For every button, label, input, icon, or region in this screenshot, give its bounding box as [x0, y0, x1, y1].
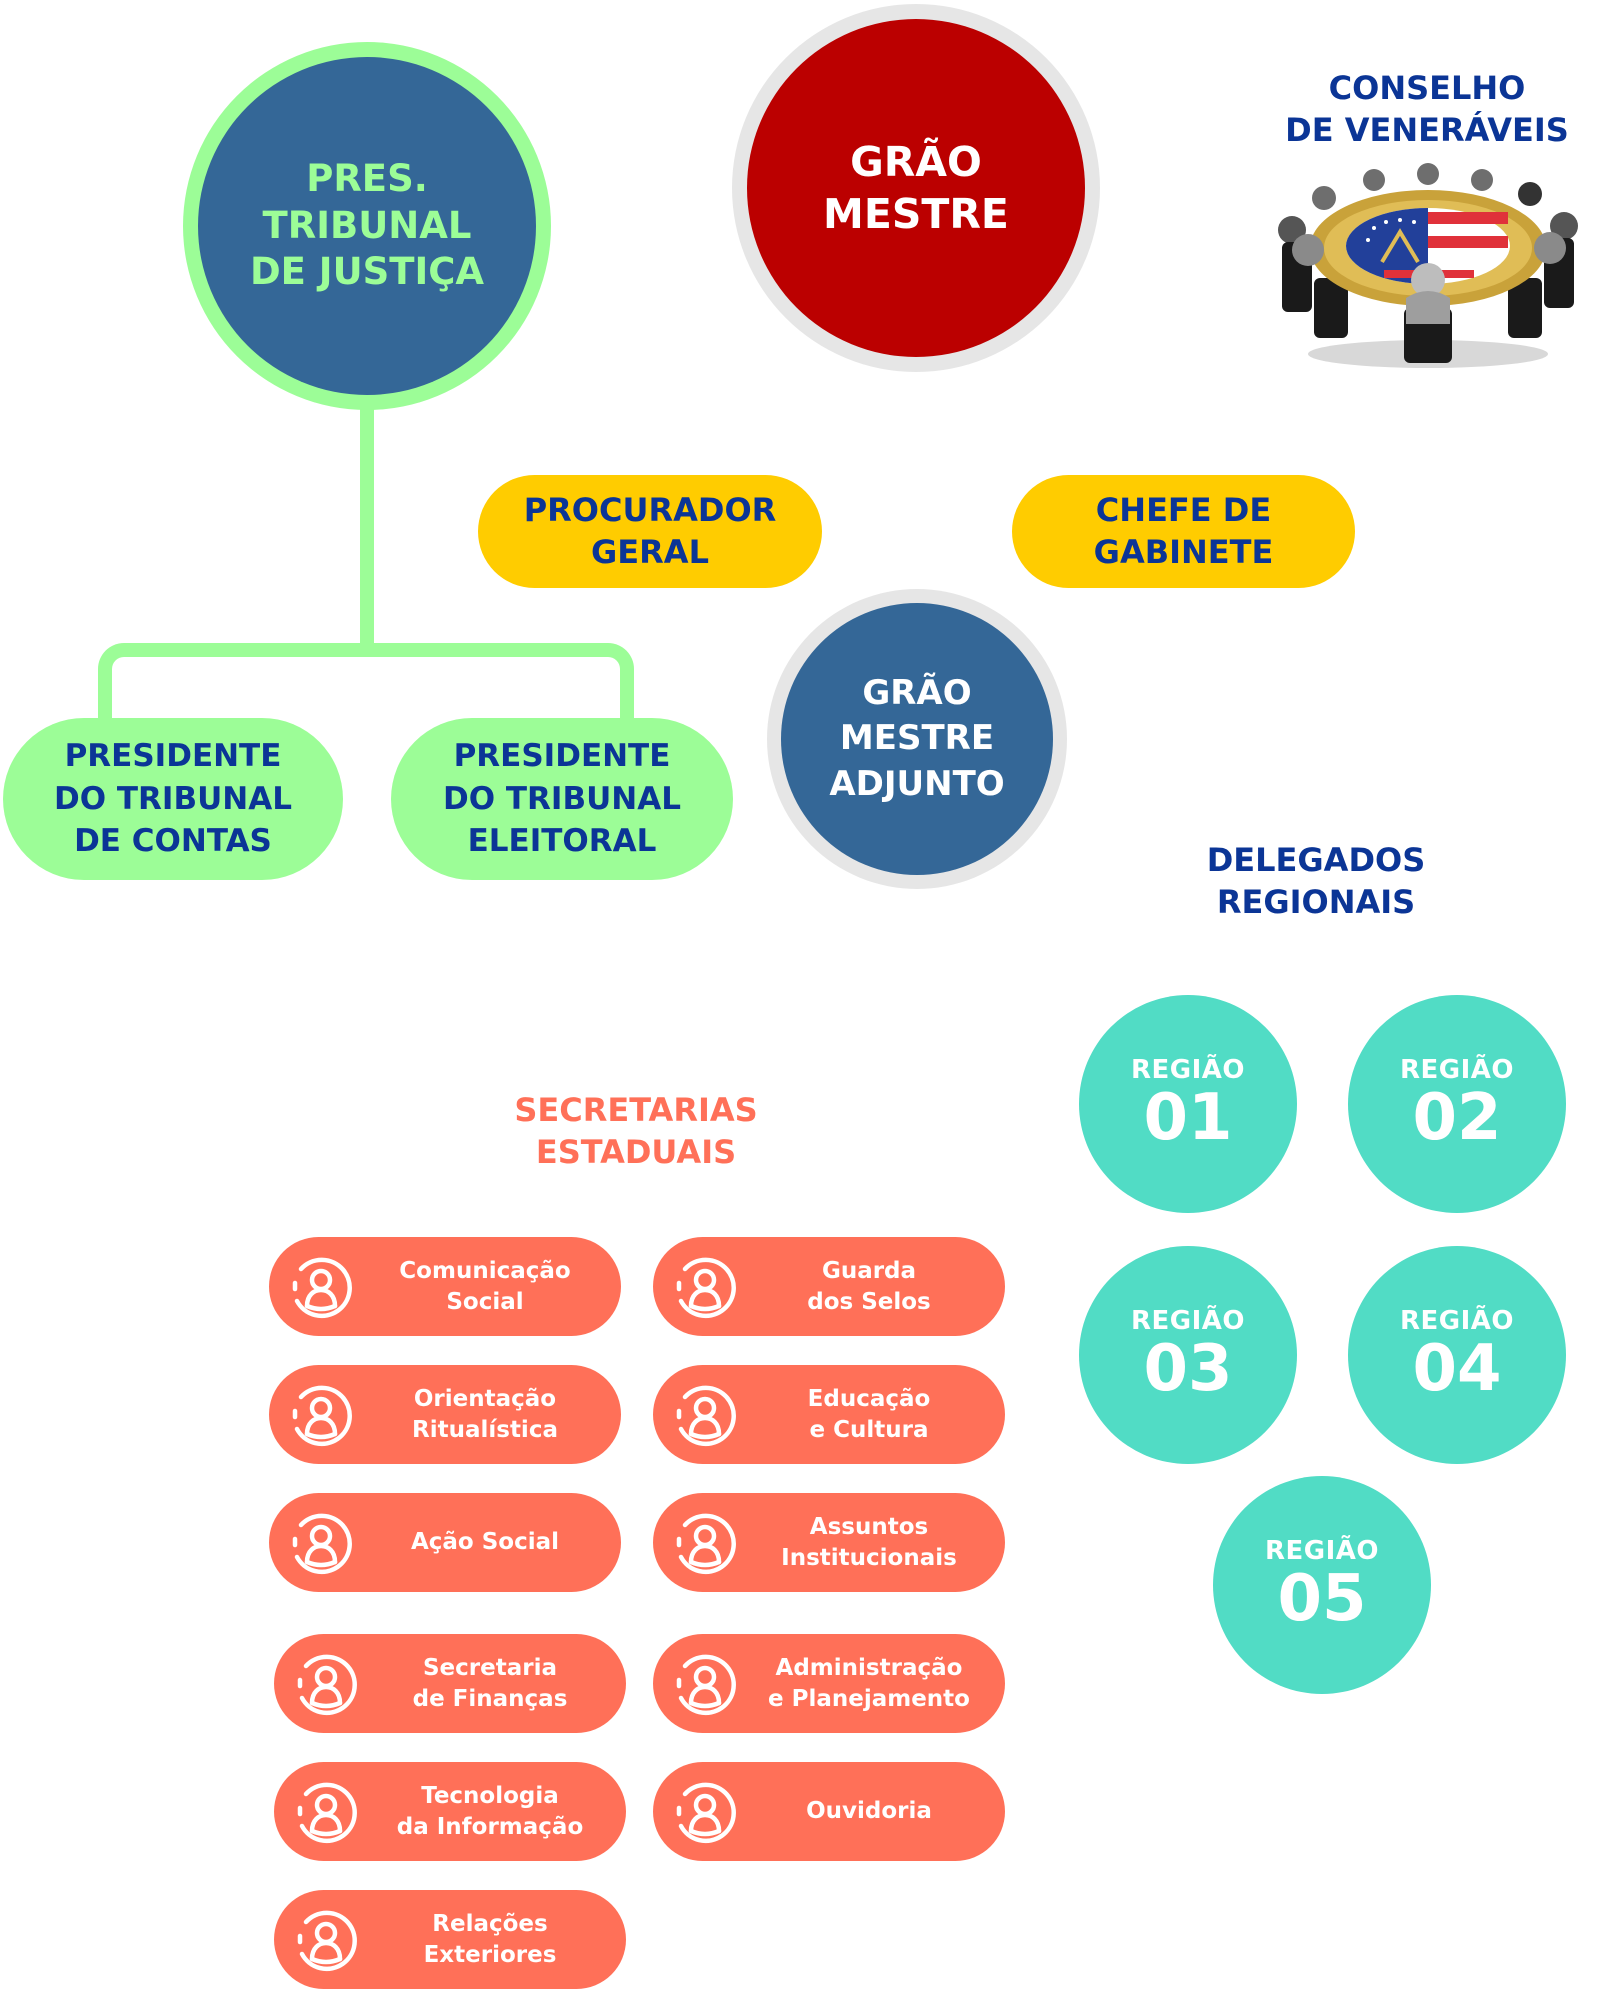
secretaria-label: Orientação Ritualística [412, 1386, 558, 1443]
region-number: 02 [1412, 1081, 1502, 1156]
procurador-geral-node: PROCURADOR GERAL [478, 475, 822, 588]
secretaria-item: Orientação Ritualística [269, 1365, 621, 1464]
secretarias-title: SECRETARIAS ESTADUAIS [514, 1091, 758, 1171]
tribunal-contas-label: PRESIDENTE DO TRIBUNAL DE CONTAS [54, 738, 292, 860]
user-circle-icon [292, 1906, 360, 1974]
user-circle-icon [671, 1778, 739, 1846]
user-circle-icon [292, 1650, 360, 1718]
user-circle-icon [292, 1778, 360, 1846]
secretaria-item: Secretaria de Finanças [274, 1634, 626, 1733]
secretaria-label: Secretaria de Finanças [412, 1655, 568, 1712]
region-01: REGIÃO 01 [1079, 995, 1297, 1213]
chefe-gabinete-node: CHEFE DE GABINETE [1012, 475, 1355, 588]
tribunal-justica-core: PRES. TRIBUNAL DE JUSTIÇA [198, 57, 536, 395]
secretaria-item: Ouvidoria [653, 1762, 1005, 1861]
region-label: REGIÃO [1399, 1055, 1515, 1086]
region-label: REGIÃO [1130, 1055, 1246, 1086]
conselho-title: CONSELHO DE VENERÁVEIS [1285, 69, 1569, 149]
secretaria-item: Ação Social [269, 1493, 621, 1592]
user-circle-icon [671, 1509, 739, 1577]
secretaria-item: Educação e Cultura [653, 1365, 1005, 1464]
region-number: 04 [1412, 1332, 1502, 1407]
secretaria-label: Educação e Cultura [807, 1386, 931, 1443]
chefe-gabinete-label: CHEFE DE GABINETE [1093, 490, 1274, 571]
secretaria-label: Comunicação Social [399, 1258, 571, 1315]
region-05: REGIÃO 05 [1213, 1476, 1431, 1694]
delegados-title: DELEGADOS REGIONAIS [1206, 841, 1426, 921]
secretaria-item: Administração e Planejamento [653, 1634, 1005, 1733]
region-number: 03 [1143, 1332, 1233, 1407]
grao-mestre-label: GRÃO MESTRE [823, 137, 1009, 238]
secretaria-item: Guarda dos Selos [653, 1237, 1005, 1336]
connector-bracket [98, 643, 634, 727]
procurador-geral-label: PROCURADOR GERAL [523, 490, 777, 571]
user-circle-icon [671, 1381, 739, 1449]
region-04: REGIÃO 04 [1348, 1246, 1566, 1464]
user-circle-icon [671, 1650, 739, 1718]
secretaria-label: Relações Exteriores [423, 1911, 557, 1968]
secretaria-item: Comunicação Social [269, 1237, 621, 1336]
grao-mestre-node: GRÃO MESTRE [747, 19, 1085, 357]
tribunal-eleitoral-node: PRESIDENTE DO TRIBUNAL ELEITORAL [391, 718, 733, 880]
user-circle-icon [287, 1253, 355, 1321]
secretaria-label: Guarda dos Selos [807, 1258, 931, 1315]
grao-mestre-adjunto-label: GRÃO MESTRE ADJUNTO [829, 673, 1005, 804]
tribunal-justica-label: PRES. TRIBUNAL DE JUSTIÇA [249, 156, 485, 294]
tribunal-eleitoral-label: PRESIDENTE DO TRIBUNAL ELEITORAL [443, 738, 681, 860]
region-label: REGIÃO [1264, 1536, 1380, 1567]
region-number: 05 [1277, 1562, 1367, 1637]
secretaria-item: Tecnologia da Informação [274, 1762, 626, 1861]
secretaria-label: Ação Social [410, 1529, 560, 1556]
user-circle-icon [287, 1509, 355, 1577]
secretaria-item: Relações Exteriores [274, 1890, 626, 1989]
secretaria-label: Tecnologia da Informação [396, 1783, 584, 1840]
tribunal-contas-node: PRESIDENTE DO TRIBUNAL DE CONTAS [3, 718, 343, 880]
region-label: REGIÃO [1130, 1306, 1246, 1337]
user-circle-icon [671, 1253, 739, 1321]
secretaria-item: Assuntos Institucionais [653, 1493, 1005, 1592]
connector-vertical [360, 400, 374, 650]
secretaria-label: Assuntos Institucionais [781, 1514, 957, 1571]
region-number: 01 [1143, 1081, 1233, 1156]
user-circle-icon [287, 1381, 355, 1449]
round-table-meeting-icon [1274, 158, 1582, 370]
grao-mestre-adjunto-node: GRÃO MESTRE ADJUNTO [781, 603, 1053, 875]
region-03: REGIÃO 03 [1079, 1246, 1297, 1464]
secretaria-label: Ouvidoria [806, 1798, 932, 1825]
region-02: REGIÃO 02 [1348, 995, 1566, 1213]
region-label: REGIÃO [1399, 1306, 1515, 1337]
secretaria-label: Administração e Planejamento [768, 1655, 970, 1712]
